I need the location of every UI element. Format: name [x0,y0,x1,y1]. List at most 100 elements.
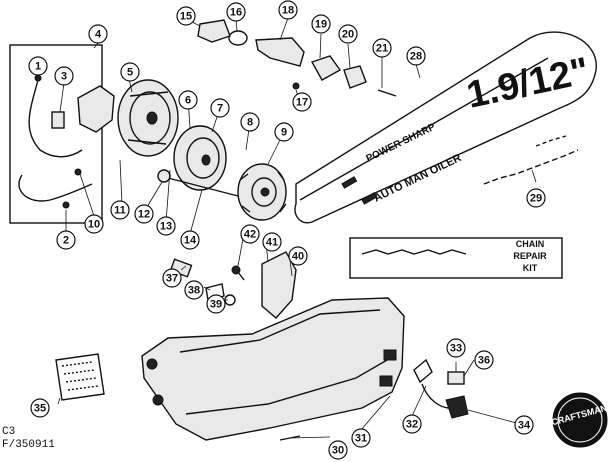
svg-text:15: 15 [180,11,192,23]
ignition-group-box [9,44,115,224]
oil-pump-cluster [197,19,397,97]
spring-38 [205,283,225,301]
crankshaft [167,177,239,197]
clutch-drum [173,125,227,191]
svg-text:28: 28 [410,51,422,63]
svg-text:8: 8 [247,117,253,129]
svg-text:41: 41 [266,237,278,249]
callout-13: 13 [156,216,176,236]
callout-1: 1 [28,56,48,76]
svg-text:2: 2 [63,235,69,247]
flywheel-assembly [117,79,179,157]
bar-oiler-label: AUTO MAN OILER [372,152,463,205]
repair-kit-line1: CHAIN [516,239,545,249]
callout-38: 38 [184,280,204,300]
callout-9: 9 [274,122,294,142]
callout-18: 18 [278,0,298,20]
svg-text:9: 9 [281,127,287,139]
knob-33 [447,371,465,385]
guide-bar: 1.9/12" POWER SHARP AUTO MAN OILER [294,31,597,224]
wire-1 [28,79,83,158]
bar-size-label: 1.9/12" [463,50,593,117]
svg-text:1: 1 [35,61,41,73]
gasket-16 [228,30,248,46]
ignition-module [77,85,115,133]
plate-19 [310,55,342,81]
callout-3: 3 [54,66,74,86]
cover-hardware [279,358,469,441]
repair-kit-line3: KIT [523,263,538,273]
bar-outline [294,31,597,224]
svg-text:13: 13 [160,221,172,233]
terminal-block [51,111,65,129]
svg-text:16: 16 [230,7,242,19]
callout-40: 40 [288,246,308,266]
svg-text:35: 35 [34,403,46,415]
drawing-code: C3 F/350911 [2,426,55,452]
decal-sheet [55,353,105,401]
callout-15: 15 [176,6,196,26]
callout-20: 20 [338,24,358,44]
svg-text:20: 20 [342,29,354,41]
drawing-code-line1: C3 [2,426,16,438]
lever-41 [261,251,297,319]
washer-12 [157,169,171,183]
sprocket-cover [141,297,405,441]
svg-text:6: 6 [185,95,191,107]
knob-34 [445,395,469,419]
callout-5: 5 [120,62,140,82]
cover-body [141,297,405,441]
repair-kit-line2: REPAIR [513,251,547,261]
svg-text:36: 36 [478,355,490,367]
callout-41: 41 [262,232,282,252]
svg-text:34: 34 [518,420,531,432]
callout-36: 36 [474,350,494,370]
washer-39 [224,294,236,306]
svg-text:42: 42 [244,229,256,241]
callout-34: 34 [514,415,534,435]
brake-lever [231,251,297,319]
svg-text:37: 37 [166,273,178,285]
callout-30: 30 [328,440,348,460]
leader-lines [35,17,537,439]
craftsman-logo: CRAFTSMAN [550,392,608,448]
wire-2 [18,174,93,202]
callout-11: 11 [110,200,130,220]
bracket-18 [255,37,305,67]
callout-42: 42 [240,224,260,244]
svg-text:5: 5 [127,67,133,79]
drawing-code-line2: F/350911 [2,439,55,451]
callout-7: 7 [210,98,230,118]
bar-brand-label: POWER SHARP [364,122,437,165]
plate-20 [343,65,367,89]
chain-repair-kit: CHAIN REPAIR KIT [349,237,563,279]
svg-text:29: 29 [530,193,542,205]
svg-text:31: 31 [355,433,367,445]
svg-text:3: 3 [61,71,67,83]
callout-16: 16 [226,2,246,22]
svg-text:19: 19 [315,19,327,31]
svg-text:10: 10 [88,219,100,231]
callout-31: 31 [351,428,371,448]
callout-39: 39 [206,294,226,314]
svg-text:21: 21 [376,43,388,55]
svg-text:40: 40 [292,251,304,263]
svg-text:32: 32 [406,419,418,431]
callout-8: 8 [240,112,260,132]
callout-33: 33 [446,338,466,358]
callout-14: 14 [180,230,200,250]
callout-19: 19 [311,14,331,34]
saw-chain [483,135,579,185]
screw-21 [377,89,397,97]
callout-4: 4 [88,24,108,44]
svg-text:12: 12 [138,209,150,221]
svg-text:11: 11 [114,205,126,217]
svg-text:39: 39 [210,299,222,311]
callout-2: 2 [56,230,76,250]
callout-12: 12 [134,204,154,224]
callout-35: 35 [30,398,50,418]
svg-text:17: 17 [296,97,308,109]
